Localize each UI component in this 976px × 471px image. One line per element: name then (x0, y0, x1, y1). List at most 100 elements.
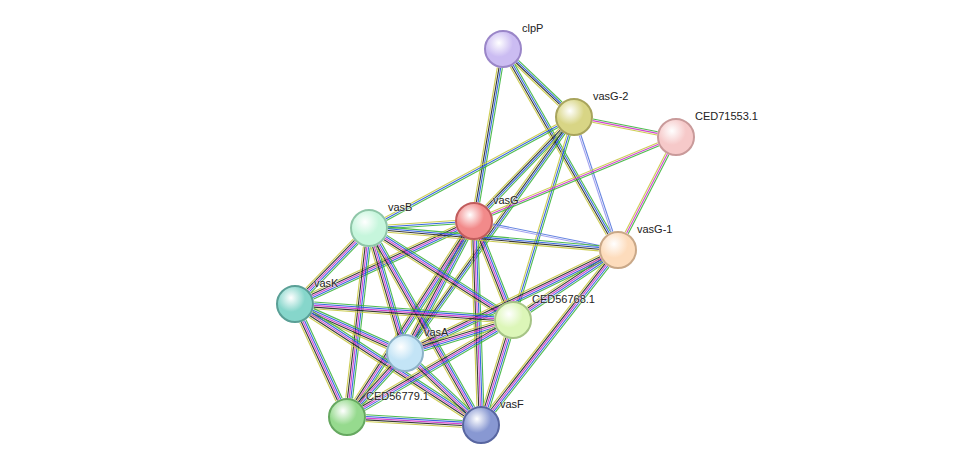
evidence-line (421, 257, 600, 343)
evidence-line (300, 323, 336, 401)
evidence-line (386, 237, 498, 309)
evidence-line (581, 135, 613, 232)
protein-node: vasB (350, 209, 388, 247)
evidence-line (492, 146, 659, 215)
evidence-line (388, 227, 599, 246)
evidence-line (487, 338, 508, 407)
evidence-line (493, 265, 607, 410)
evidence-line (421, 255, 600, 341)
evidence-line (625, 153, 666, 232)
evidence-line (346, 246, 364, 397)
protein-node: vasG-2 (555, 98, 593, 136)
evidence-line (362, 327, 495, 405)
evidence-line (479, 239, 504, 303)
protein-node: vasF (462, 406, 500, 444)
protein-node: vasG (455, 202, 493, 240)
interaction-edge (471, 240, 483, 406)
protein-label: vasB (388, 201, 412, 213)
evidence-line (366, 422, 462, 428)
interaction-edge (383, 235, 499, 312)
evidence-line (483, 337, 504, 406)
interaction-edge (475, 67, 503, 202)
evidence-line (517, 62, 561, 104)
evidence-line (314, 309, 494, 322)
interaction-edge (592, 119, 657, 135)
evidence-line (518, 60, 562, 102)
interaction-edge (388, 227, 600, 251)
interaction-edge (306, 239, 358, 293)
protein-label: clpP (522, 22, 543, 34)
evidence-line (478, 240, 503, 304)
evidence-line (510, 67, 606, 235)
protein-node: vasA (386, 334, 424, 372)
evidence-line (422, 258, 601, 344)
evidence-line (493, 224, 600, 245)
evidence-line (483, 238, 508, 302)
evidence-line (301, 322, 337, 400)
evidence-line (388, 229, 599, 248)
evidence-line (384, 240, 496, 312)
interaction-edge (366, 415, 462, 428)
evidence-line (494, 266, 608, 411)
evidence-line (311, 244, 358, 293)
interaction-edge (314, 302, 495, 322)
evidence-line (491, 264, 605, 409)
protein-node: CED56768.1 (494, 301, 532, 339)
evidence-line (349, 247, 367, 398)
evidence-line (476, 68, 499, 203)
protein-label: CED56779.1 (366, 390, 429, 402)
interaction-edge (491, 143, 659, 216)
evidence-line (309, 317, 463, 417)
interaction-edge (483, 337, 510, 408)
protein-label: vasG (493, 194, 519, 206)
interaction-edge (510, 64, 611, 235)
interaction-edge (625, 153, 669, 234)
interaction-edge (492, 224, 599, 247)
evidence-line (388, 231, 599, 250)
evidence-line (488, 339, 509, 408)
evidence-line (491, 143, 658, 212)
evidence-line (579, 135, 611, 232)
evidence-line (490, 263, 604, 408)
evidence-line (516, 63, 560, 105)
interaction-edge (490, 263, 609, 412)
evidence-line (311, 314, 465, 414)
evidence-line (385, 238, 497, 310)
evidence-line (495, 267, 609, 412)
evidence-line (375, 246, 468, 410)
interaction-edge (421, 255, 603, 348)
evidence-line (478, 68, 501, 203)
evidence-line (313, 312, 467, 412)
evidence-line (421, 364, 469, 410)
interaction-edge (388, 221, 455, 229)
evidence-line (593, 119, 658, 132)
protein-node: vasG-1 (599, 231, 637, 269)
evidence-line (484, 237, 509, 301)
evidence-line (419, 366, 467, 412)
evidence-line (515, 64, 559, 106)
evidence-line (351, 247, 369, 398)
protein-node: CED56779.1 (328, 398, 366, 436)
evidence-line (423, 260, 602, 346)
protein-label: vasG-1 (637, 223, 672, 235)
evidence-line (380, 244, 473, 408)
protein-node: vasK (276, 285, 314, 323)
protein-label: vasK (314, 277, 338, 289)
evidence-line (388, 221, 455, 225)
protein-label: vasG-2 (593, 90, 628, 102)
evidence-line (348, 247, 366, 398)
evidence-line (363, 330, 496, 408)
evidence-line (353, 247, 371, 398)
evidence-line (314, 307, 494, 320)
evidence-line (307, 240, 354, 289)
interaction-edge (579, 135, 613, 232)
protein-label: vasF (500, 398, 524, 410)
interaction-edge (416, 364, 469, 415)
evidence-line (420, 365, 468, 411)
evidence-line (424, 261, 603, 347)
evidence-line (365, 333, 498, 411)
evidence-line (627, 154, 668, 233)
evidence-line (308, 242, 355, 291)
